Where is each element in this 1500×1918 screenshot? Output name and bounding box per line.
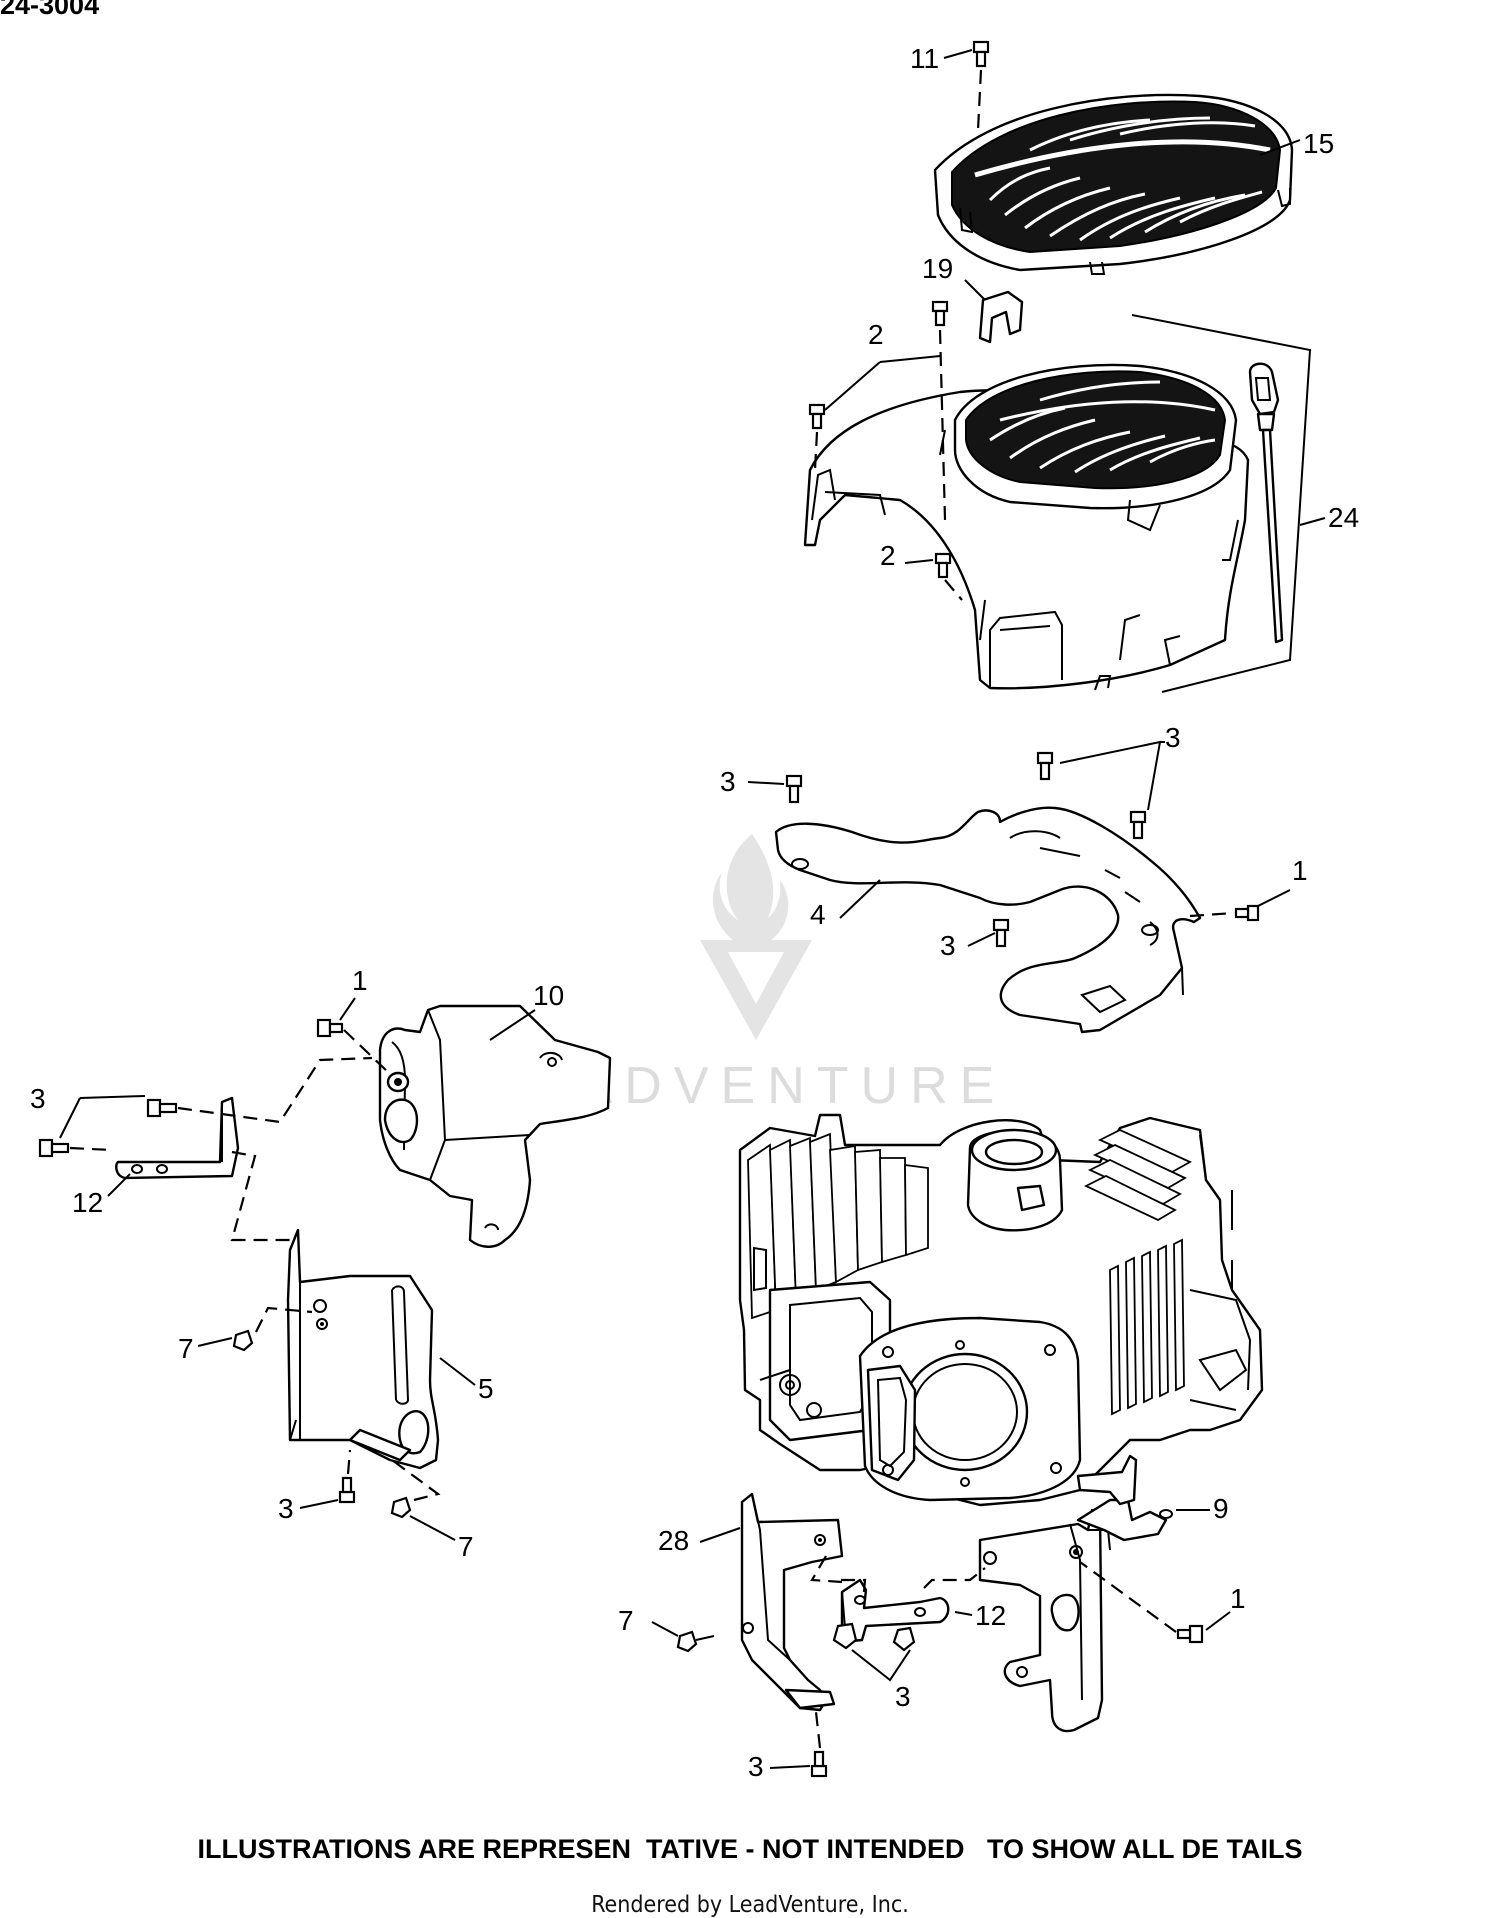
callout-2-top: 2 (868, 319, 884, 350)
part-7-nut-b[interactable] (390, 1496, 412, 1519)
part-1-bolt-baffle9[interactable] (1176, 1624, 1204, 1644)
part-3-bolt-baffle5[interactable] (338, 1476, 356, 1504)
callout-24: 24 (1328, 502, 1359, 533)
callout-7-left: 7 (178, 1333, 194, 1364)
callout-7-right: 7 (618, 1605, 634, 1636)
callout-3-baffle-top: 3 (1165, 722, 1181, 753)
callout-2-lower: 2 (880, 540, 896, 571)
part-3-bolt-bracket-a[interactable] (146, 1098, 178, 1118)
callout-11: 11 (910, 43, 939, 74)
callout-3-baffle5: 3 (278, 1493, 294, 1524)
callout-10: 10 (533, 980, 564, 1011)
callout-3-baffle-lower: 3 (940, 930, 956, 961)
part-9-right-baffle[interactable] (978, 1454, 1173, 1733)
part-3-bolt-baffle28[interactable] (810, 1750, 828, 1778)
callout-3-baffle28: 3 (748, 1751, 764, 1782)
part-2-screw-lower[interactable] (934, 552, 952, 579)
part-blower-housing[interactable] (803, 363, 1250, 691)
callout-3-bracket: 3 (30, 1083, 46, 1114)
part-15-rotating-screen[interactable] (933, 93, 1294, 275)
part-11-screw[interactable] (972, 40, 990, 68)
part-3-bolt-bracket-b[interactable] (38, 1138, 70, 1158)
part-7-nut-a[interactable] (232, 1329, 254, 1352)
callout-28: 28 (658, 1525, 689, 1556)
callout-1-baffle9: 1 (1230, 1583, 1246, 1614)
callout-1-baffle: 1 (1292, 855, 1308, 886)
callout-12-right: 12 (975, 1600, 1006, 1631)
callout-1-baffle10: 1 (352, 965, 368, 996)
part-3-bolt-baffle-top-b[interactable] (1129, 810, 1147, 840)
document-id: 24-3004 (0, 0, 100, 20)
part-1-bolt-baffle-side[interactable] (1234, 904, 1260, 922)
part-2-screw-top[interactable] (931, 300, 949, 327)
callout-3-bracket12: 3 (895, 1681, 911, 1712)
watermark-logo (700, 834, 812, 1040)
part-12-bracket-right[interactable] (840, 1578, 950, 1644)
part-3-bolt-baffle-top-a[interactable] (1036, 751, 1054, 781)
part-28-front-baffle[interactable] (740, 1492, 844, 1712)
part-1-bolt-baffle10[interactable] (316, 1018, 344, 1038)
part-12-bracket-left[interactable] (115, 1096, 240, 1180)
part-5-lower-baffle[interactable] (286, 1228, 440, 1470)
part-3-bolt-baffle-left[interactable] (785, 774, 803, 804)
callout-12-left: 12 (72, 1187, 103, 1218)
callout-15: 15 (1303, 128, 1334, 159)
callout-9: 9 (1213, 1493, 1229, 1524)
part-3-bolt-bracket12-a[interactable] (832, 1622, 858, 1650)
part-engine-block (738, 1113, 1264, 1507)
callout-5: 5 (478, 1373, 494, 1404)
part-3-bolt-bracket12-b[interactable] (892, 1626, 916, 1652)
callout-19: 19 (922, 253, 953, 284)
part-4-cylinder-baffle[interactable] (774, 806, 1202, 1034)
rendered-by-text: Rendered by LeadVenture, Inc. (591, 1892, 909, 1918)
part-24-dipstick[interactable] (1248, 362, 1284, 644)
part-7-nut-c[interactable] (676, 1630, 698, 1653)
part-19-clip[interactable] (978, 290, 1024, 344)
part-2-screw-left[interactable] (808, 403, 826, 430)
callout-3-baffle-left: 3 (720, 766, 736, 797)
part-10-upper-baffle[interactable] (378, 1004, 612, 1248)
disclaimer-text: ILLUSTRATIONS ARE REPRESEN TATIVE - NOT … (197, 1834, 1303, 1864)
part-3-bolt-baffle-lower[interactable] (992, 918, 1010, 948)
callout-7-baffle5: 7 (458, 1531, 474, 1562)
callout-4: 4 (810, 899, 826, 930)
